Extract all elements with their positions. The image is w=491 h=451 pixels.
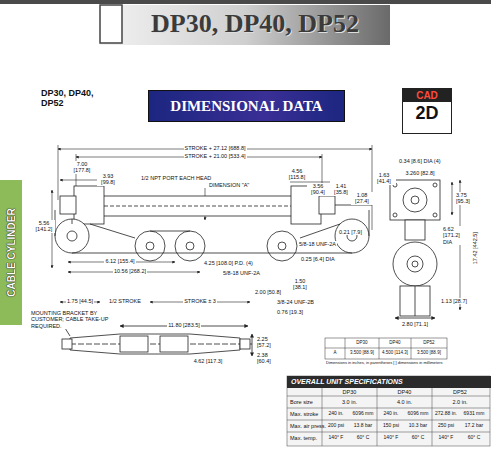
spec-table-cell: 6931 mm: [463, 411, 486, 417]
dimension-label: 1.50 [38.1]: [289, 278, 312, 291]
spec-table-cell: 140° F: [328, 435, 345, 441]
spec-table-cell: Max. temp.: [289, 435, 318, 441]
dimension-label: MOUNTING BRACKET BY CUSTOMER; CABLE TAKE…: [30, 310, 120, 329]
node-text: 2D: [403, 102, 451, 124]
spec-table-cell: 10.3 bar: [408, 423, 428, 429]
dimension-label: 11.80 [283.5]: [167, 322, 201, 328]
section-banner: DIMENSIONAL DATA: [148, 90, 345, 122]
dimension-label: 1.13 [28.7]: [440, 298, 468, 304]
spec-table-cell: 13.8 bar: [353, 423, 373, 429]
dimension-label: 5/8-18 UNF-2A: [298, 241, 337, 247]
spec-table-cell: 140° F: [438, 435, 455, 441]
spec-table-cell: 140° F: [383, 435, 400, 441]
spec-table-cell: 60° C: [467, 435, 482, 441]
dimension-label: 10.56 [268.2]: [113, 268, 147, 274]
dimension-label: 4.62 [117.3]: [193, 358, 224, 364]
dimension-label: 2.25 [57.2]: [256, 336, 280, 349]
dimension-table-cell: 3.500 [88.9]: [349, 350, 375, 355]
dimension-label: 2.80 [71.1]: [401, 321, 429, 327]
dimension-table-cell: DP40: [388, 340, 401, 345]
dimension-label: STROKE + 27.12 [688.8]: [184, 145, 247, 151]
spec-table-cell: 4.0 in.: [396, 399, 413, 405]
spec-table-cell: 250 psi: [437, 423, 455, 429]
spec-table-cell: 150 psi: [382, 423, 400, 429]
dimension-label: DIMENSION "A": [208, 182, 250, 188]
dimension-table-cell: Dimensions in inches, in parentheses [ ]…: [325, 361, 452, 366]
dimension-label: 2.38 [60.4]: [256, 352, 280, 365]
dimension-label: STROKE + 21.00 [533.4]: [184, 153, 247, 159]
dimension-label: 7.00 [177.8]: [70, 161, 94, 174]
node-text: DIMENSIONAL DATA: [170, 98, 322, 115]
dimension-label: 6.62 [171.2] DIA: [442, 226, 471, 245]
spec-table-cell: 60° C: [356, 435, 371, 441]
dimension-label: 1.63 [41.4]: [373, 172, 396, 185]
dimension-label: 3.75 [95.3]: [455, 192, 479, 205]
spec-table-cell: Bore size: [289, 399, 314, 405]
node-text: CAD: [403, 89, 451, 102]
dimension-label: 0.34 [8.6] DIA (4): [398, 158, 442, 164]
node-text: OVERALL UNIT SPECIFICATIONS: [287, 376, 491, 388]
dimension-label: 1.08 [27.4]: [351, 192, 374, 205]
dimension-table-cell: DP52: [422, 340, 435, 345]
page-title: DP30, DP40, DP52: [151, 9, 359, 39]
dimension-label: 4.25 [108.0] P.D. (4): [203, 260, 254, 266]
dimension-label: 3.93 [99.8]: [97, 173, 119, 186]
spec-table-cell: 6096 mm: [352, 411, 375, 417]
dimension-label: 1/2 NPT PORT EACH HEAD: [140, 175, 212, 181]
dimension-table-cell: 4.500 [114.3]: [381, 350, 409, 355]
dimension-label: 1/2 STROKE: [108, 298, 142, 304]
side-tab: CABLE CYLINDER: [0, 180, 22, 325]
dimension-table-cell: A: [332, 350, 337, 355]
spec-table-cell: 2.0 in.: [452, 399, 469, 405]
spec-table-cell: DP40: [397, 389, 413, 395]
dimension-label: 2.00 [50.8]: [254, 289, 282, 295]
dimension-label: 0.21 [7.9]: [338, 229, 363, 235]
dimension-label: 3/8-24 UNF-2B: [276, 299, 315, 305]
dimension-label: 1.41 [35.8]: [330, 183, 353, 196]
spec-table-cell: 6096 mm: [407, 411, 430, 417]
spec-table-cell: 240 in.: [327, 411, 344, 417]
spec-table-cell: DP52: [452, 389, 468, 395]
node-text: CABLE CYLINDER: [6, 208, 17, 296]
dimension-label: 0.25 [6.4] DIA: [300, 256, 336, 262]
spec-table-cell: 272.88 in.: [434, 411, 458, 417]
spec-table-cell: DP30: [342, 389, 358, 395]
dimension-label: 0.76 [19.3]: [276, 309, 304, 315]
dimension-label: 4.56 [115.8]: [286, 168, 309, 181]
dimension-label: STROKE ± 3: [183, 298, 217, 304]
dimension-label: 17.42 [442.5]: [472, 231, 478, 265]
spec-table-cell: Max. stroke: [289, 411, 319, 417]
dimension-label: 3.260 [82.8]: [404, 170, 435, 176]
dimension-table-cell: 3.500 [88.9]: [416, 350, 442, 355]
dimension-label: 5.56 [141.2]: [33, 220, 55, 233]
spec-table-cell: 60° C: [411, 435, 426, 441]
spec-table-cell: 17.2 bar: [464, 423, 484, 429]
dimension-label: 3.56 [90.4]: [307, 183, 330, 196]
spec-table-cell: 200 psi: [327, 423, 345, 429]
spec-table-cell: Max. air press.: [289, 423, 327, 429]
dimension-label: 5/8-18 UNF-2A: [222, 270, 261, 276]
model-label: DP30, DP40, DP52: [40, 88, 102, 109]
dimension-table-cell: DP30: [355, 340, 368, 345]
dimension-label: 1.75 [44.5]: [66, 298, 94, 304]
dimension-label: 6.12 [155.4]: [104, 258, 135, 264]
spec-table-cell: 240 in.: [382, 411, 399, 417]
spec-table-cell: 3.0 in.: [341, 399, 358, 405]
cad-icon: CAD2D: [402, 88, 452, 134]
